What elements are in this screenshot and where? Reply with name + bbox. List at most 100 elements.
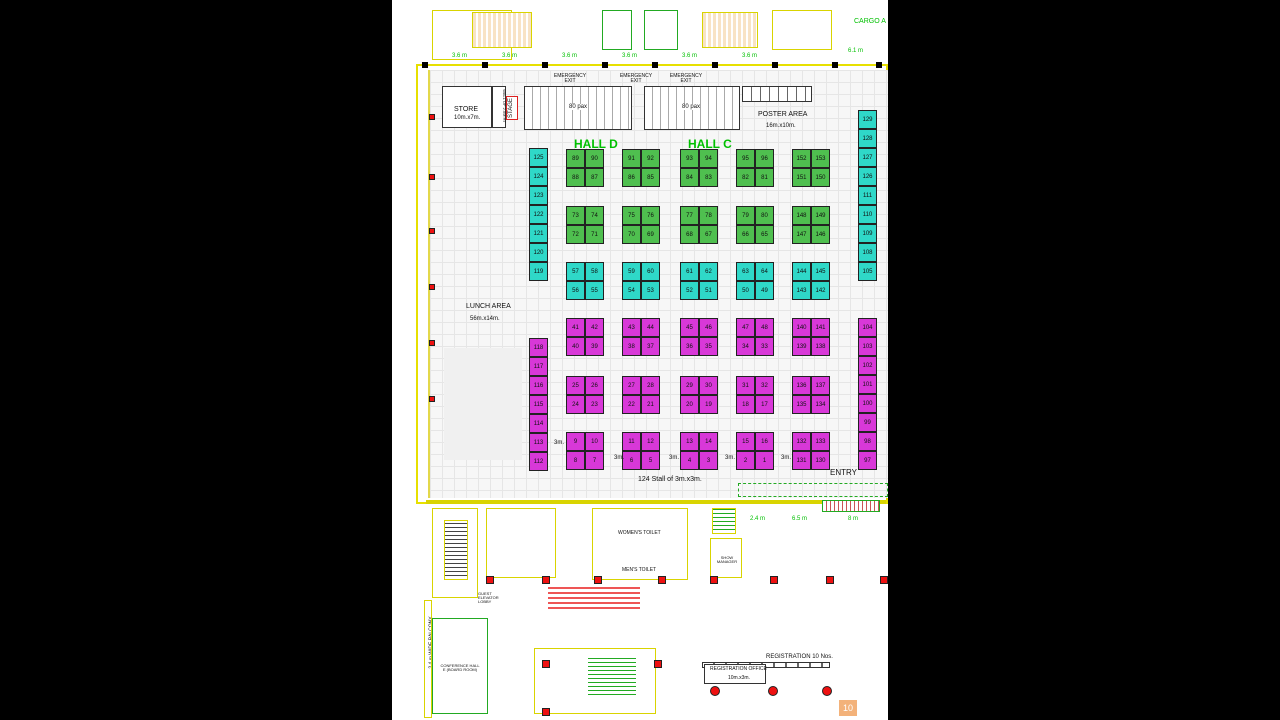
booth-125: 125 [529, 148, 548, 167]
booth-67: 67 [699, 225, 718, 244]
booth-60: 60 [641, 262, 660, 281]
booth-82: 82 [736, 168, 755, 187]
booth-10: 10 [585, 432, 604, 451]
booth-152: 152 [792, 149, 811, 168]
booth-145: 145 [811, 262, 830, 281]
booth-29: 29 [680, 376, 699, 395]
dim-top-4: 3.6 m [622, 53, 638, 59]
booth-135: 135 [792, 395, 811, 414]
pillar [594, 576, 602, 584]
booth-79: 79 [736, 206, 755, 225]
column-marker [652, 62, 658, 68]
column-marker [482, 62, 488, 68]
hall-c-title: HALL C [688, 137, 732, 151]
booth-140: 140 [792, 318, 811, 337]
booth-99: 99 [858, 413, 877, 432]
booth-52: 52 [680, 281, 699, 300]
booth-109: 109 [858, 224, 877, 243]
booth-136: 136 [792, 376, 811, 395]
booth-113: 113 [529, 433, 548, 452]
booth-104: 104 [858, 318, 877, 337]
booth-49: 49 [755, 281, 774, 300]
booth-101: 101 [858, 375, 877, 394]
dim-top-5: 3.6 m [682, 53, 698, 59]
booth-28: 28 [641, 376, 660, 395]
booth-116: 116 [529, 376, 548, 395]
aisle-3m-label: 3m. [554, 440, 565, 446]
emergency-exit-2: EMERGENCY EXIT [619, 73, 653, 84]
dim-bottom-3: 8 m [848, 516, 859, 522]
booth-91: 91 [622, 149, 641, 168]
booth-142: 142 [811, 281, 830, 300]
service-room-left [432, 508, 478, 598]
booth-18: 18 [736, 395, 755, 414]
stage-label: STAGE [507, 98, 514, 118]
booth-98: 98 [858, 432, 877, 451]
booth-65: 65 [755, 225, 774, 244]
registration-office-size: 10m.x3m. [728, 675, 750, 681]
pillar [429, 396, 435, 402]
toilet-block [592, 508, 688, 580]
lower-wall [426, 500, 886, 504]
page-number: 10 [839, 700, 857, 716]
booth-19: 19 [699, 395, 718, 414]
lunch-area-size: 56m.x14m. [470, 316, 500, 322]
store-title: STORE [454, 106, 478, 113]
booth-24: 24 [566, 395, 585, 414]
booth-118: 118 [529, 338, 548, 357]
entry-stair [822, 500, 880, 512]
emergency-exit-1: EMERGENCY EXIT [553, 73, 587, 84]
booth-4: 4 [680, 451, 699, 470]
booth-92: 92 [641, 149, 660, 168]
booth-117: 117 [529, 357, 548, 376]
booth-36: 36 [680, 337, 699, 356]
booth-85: 85 [641, 168, 660, 187]
booth-127: 127 [858, 148, 877, 167]
booth-112: 112 [529, 452, 548, 471]
booth-133: 133 [811, 432, 830, 451]
booth-31: 31 [736, 376, 755, 395]
booth-6: 6 [622, 451, 641, 470]
booth-75: 75 [622, 206, 641, 225]
booth-108: 108 [858, 243, 877, 262]
dim-bottom-1: 2.4 m [750, 516, 766, 522]
pillar [429, 340, 435, 346]
booth-122: 122 [529, 205, 548, 224]
womens-toilet-label: WOMEN'S TOILET [618, 530, 661, 536]
booth-41: 41 [566, 318, 585, 337]
booth-77: 77 [680, 206, 699, 225]
floor-plan-sheet: CARGO A 3.6 m 3.6 m 3.6 m 3.6 m 3.6 m 3.… [392, 0, 888, 720]
top-room-2 [772, 10, 832, 50]
booth-131: 131 [792, 451, 811, 470]
pillar [429, 284, 435, 290]
booth-33: 33 [755, 337, 774, 356]
booth-26: 26 [585, 376, 604, 395]
booth-115: 115 [529, 395, 548, 414]
booth-94: 94 [699, 149, 718, 168]
booth-45: 45 [680, 318, 699, 337]
pax-hall-c: 80 pax [682, 104, 701, 110]
pillar [822, 686, 832, 696]
booth-40: 40 [566, 337, 585, 356]
booth-132: 132 [792, 432, 811, 451]
booth-124: 124 [529, 167, 548, 186]
pillar [429, 174, 435, 180]
pillar [654, 660, 662, 668]
column-marker [712, 62, 718, 68]
pillar [542, 576, 550, 584]
entry-label: ENTRY [830, 468, 857, 477]
poster-area-size: 16m.x10m. [766, 123, 796, 129]
seating-block-hall-c [644, 86, 740, 130]
booth-34: 34 [736, 337, 755, 356]
booth-78: 78 [699, 206, 718, 225]
booth-105: 105 [858, 262, 877, 281]
pillar [710, 576, 718, 584]
store-size: 10m.x7m. [454, 115, 481, 121]
booth-27: 27 [622, 376, 641, 395]
dim-bottom-2: 6.5 m [792, 516, 808, 522]
cargo-label: CARGO A [854, 18, 886, 25]
booth-16: 16 [755, 432, 774, 451]
booth-59: 59 [622, 262, 641, 281]
conference-hall-room [432, 618, 488, 714]
registration-office [704, 664, 766, 684]
